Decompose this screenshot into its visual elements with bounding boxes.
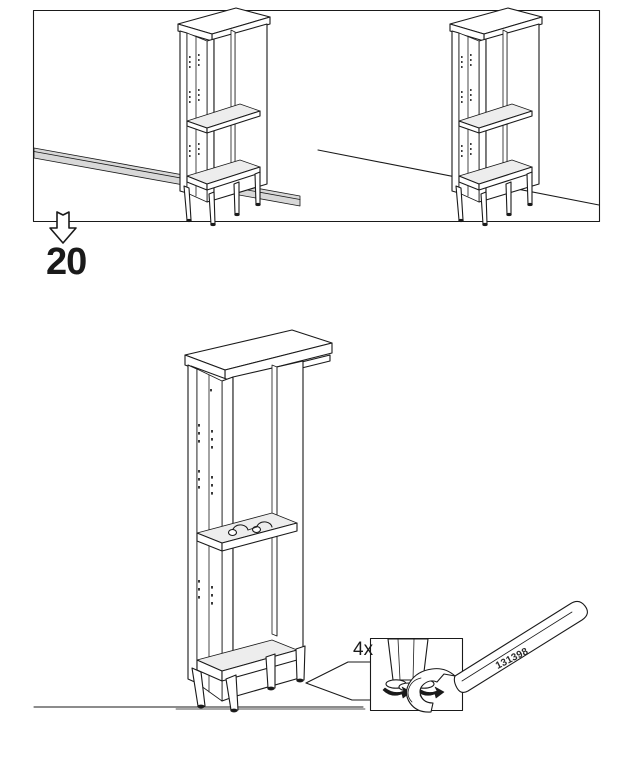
cabinet-legs: [191, 645, 306, 713]
step-number: 20: [46, 241, 87, 283]
shelf-pin-holes: [198, 424, 213, 605]
bottom-shelf: [196, 639, 298, 682]
shelf-pin-brackets: [227, 521, 273, 537]
scene-incorrect: [33, 7, 301, 227]
down-arrow-icon: [49, 211, 77, 244]
quantity-label: 4x: [353, 639, 374, 660]
open-end-wrench-icon: [405, 600, 588, 713]
cabinet-illustration: [33, 329, 366, 713]
scene-correct: [317, 7, 600, 227]
